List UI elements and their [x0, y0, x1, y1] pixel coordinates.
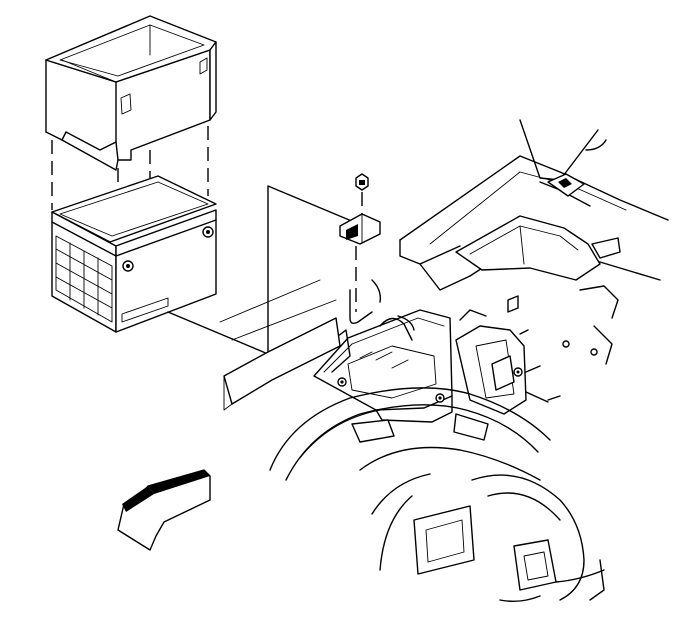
- hold-down-bolt-icon: [355, 173, 369, 214]
- hold-down-clamp-icon: [339, 213, 381, 312]
- wheelhouse-icon: [269, 387, 605, 603]
- frame-rail-icon: [219, 119, 669, 415]
- battery-icon: [51, 175, 217, 333]
- vehicle-front-arrow-icon: [117, 469, 211, 551]
- leader-lines: [167, 185, 355, 355]
- battery-insulator-icon: [45, 15, 217, 171]
- j-bolt-icon: [349, 279, 382, 325]
